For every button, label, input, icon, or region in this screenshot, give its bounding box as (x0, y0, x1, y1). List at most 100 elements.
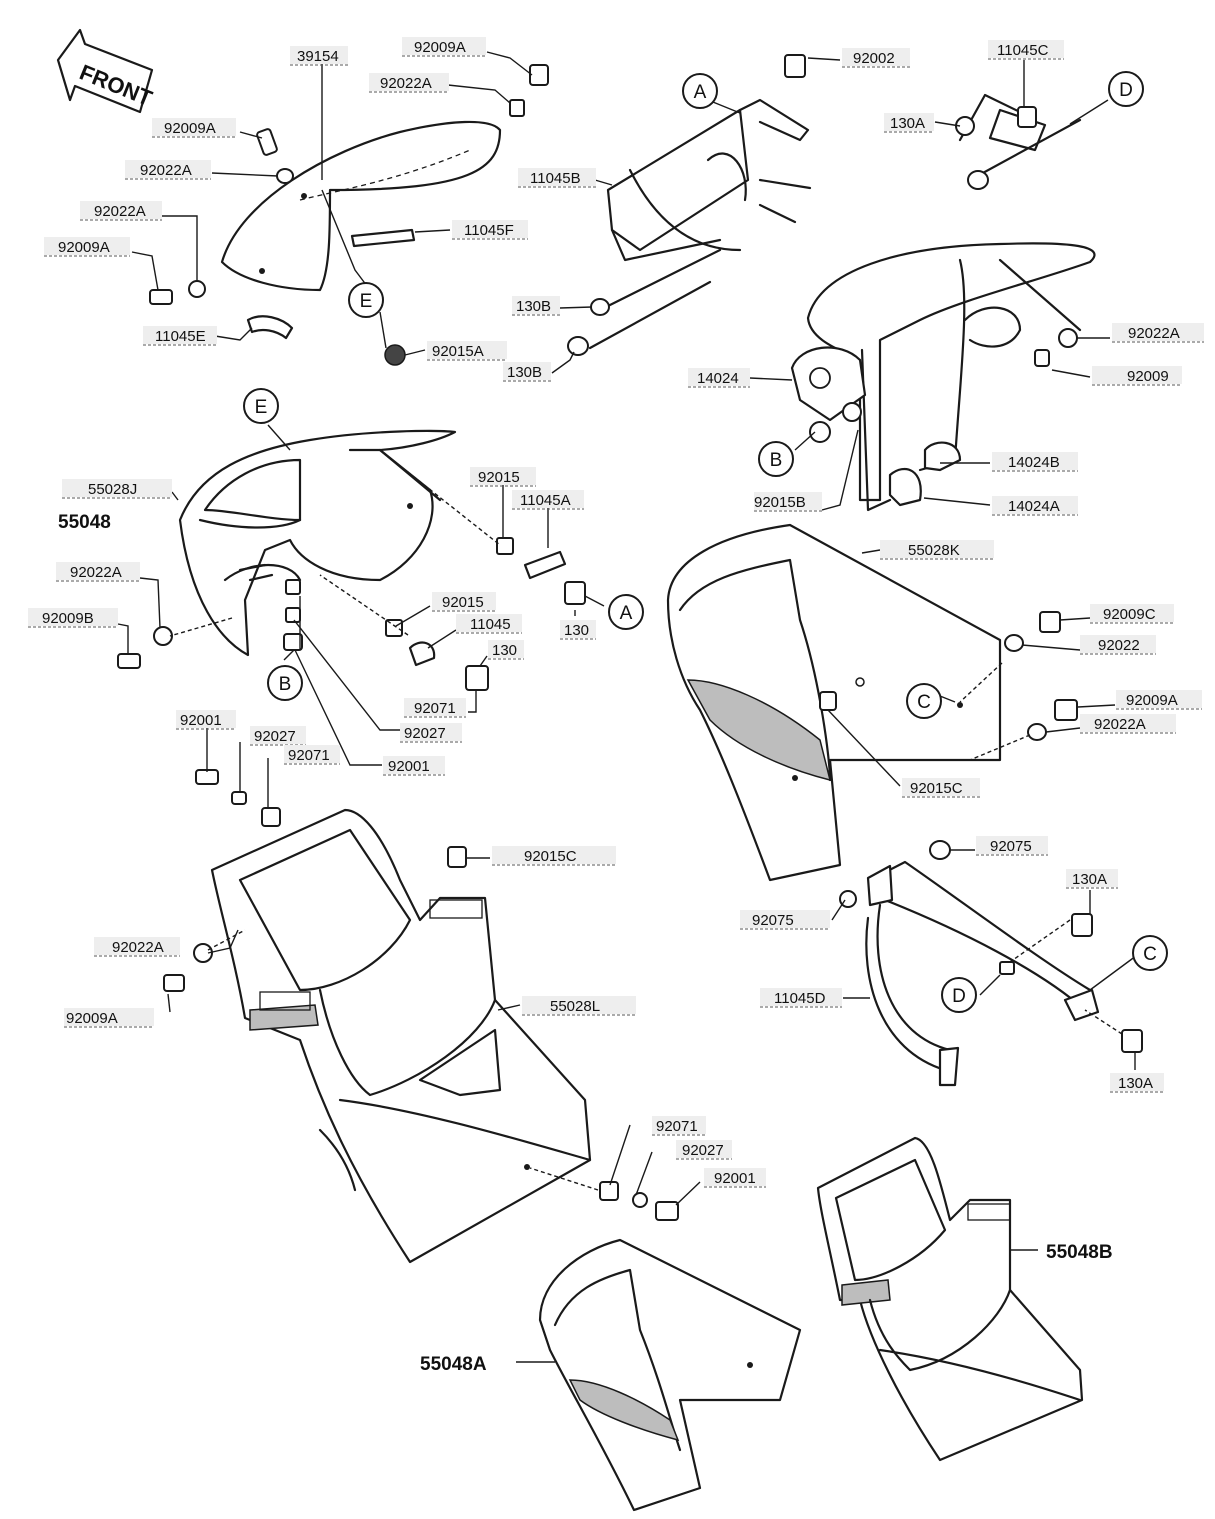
part-number: 92015C (910, 780, 963, 797)
label-92071: 92071 (284, 745, 340, 765)
label-14024A: 14024A (992, 496, 1078, 516)
part-number: 14024 (697, 370, 739, 387)
part-number: 92075 (752, 912, 794, 929)
label-130A: 130A (884, 113, 934, 133)
part-number: 92001 (180, 712, 222, 729)
part-number: 92071 (414, 700, 456, 717)
upper-cowl-55028j (178, 429, 457, 657)
part-number: 55028J (88, 481, 137, 498)
label-92022A: 92022A (56, 562, 140, 582)
label-92022: 92022 (1080, 635, 1156, 655)
leader-lines (117, 51, 1141, 1363)
label-92001: 92001 (704, 1168, 766, 1188)
part-number: 11045F (464, 222, 514, 239)
part-number: 92022A (1128, 325, 1180, 342)
label-92009A: 92009A (44, 237, 130, 257)
label-92022A: 92022A (369, 73, 449, 93)
callout-letter: E (255, 397, 268, 418)
callout-A-top: A (682, 73, 718, 109)
side-panel-55048b (816, 1136, 1084, 1462)
callout-letter: E (360, 291, 373, 312)
label-11045A: 11045A (512, 490, 584, 510)
part-number: 130 (564, 622, 589, 639)
hardware-cluster-cowl (117, 537, 586, 827)
part-number: 130A (890, 115, 925, 132)
label-130B: 130B (512, 296, 560, 316)
label-11045B: 11045B (518, 168, 596, 188)
part-number: 14024B (1008, 454, 1060, 471)
callout-B-cowl: B (267, 665, 303, 701)
assembly-label-55048b: 55048B (1046, 1242, 1113, 1263)
label-92022A: 92022A (1112, 323, 1204, 343)
label-92071: 92071 (652, 1116, 706, 1136)
label-92009A: 92009A (64, 1008, 154, 1028)
part-number: 92015 (478, 469, 520, 486)
part-number: 14024A (1008, 498, 1060, 515)
label-92009A: 92009A (152, 118, 236, 138)
label-130B: 130B (503, 362, 551, 382)
callout-C-side: C (906, 683, 942, 719)
part-number: 92015C (524, 848, 577, 865)
part-labels: 39154 92009A 92022A 92009A 92022A 92022A… (28, 37, 1204, 1188)
callout-C-brace: C (1132, 935, 1168, 971)
label-11045: 11045 (456, 614, 522, 634)
label-14024: 14024 (688, 368, 750, 388)
part-number: 92009A (66, 1010, 118, 1027)
part-number: 92027 (404, 725, 446, 742)
part-number: 92022 (1098, 637, 1140, 654)
label-92001: 92001 (383, 756, 445, 776)
part-number: 92022A (70, 564, 122, 581)
label-92015B: 92015B (754, 492, 822, 512)
part-number: 92002 (853, 50, 895, 67)
callout-E-windshield: E (348, 282, 384, 318)
label-92009C: 92009C (1090, 604, 1174, 624)
label-130: 130 (560, 620, 596, 640)
part-number: 39154 (297, 48, 339, 65)
callout-letter: B (279, 674, 292, 695)
side-panel-55028k (666, 523, 1078, 882)
part-number: 92022A (94, 203, 146, 220)
assembly-labels: 55048 55048A 55048B (58, 512, 1113, 1375)
label-92009A: 92009A (1116, 690, 1202, 710)
part-number: 130 (492, 642, 517, 659)
part-number: 11045 (470, 616, 511, 633)
callout-letter: C (917, 692, 931, 713)
part-number: 92071 (656, 1118, 698, 1135)
part-number: 92009A (1126, 692, 1178, 709)
label-92027: 92027 (250, 726, 306, 746)
part-number: 92075 (990, 838, 1032, 855)
lower-panel-55028l (163, 808, 679, 1264)
part-number: 92022A (112, 939, 164, 956)
part-number: 92015A (432, 343, 484, 360)
label-55028K: 55028K (880, 540, 994, 560)
callout-letter: A (620, 603, 633, 624)
callout-letter: A (694, 82, 707, 103)
callout-D-top: D (1108, 71, 1144, 107)
part-number: 92015B (754, 494, 806, 511)
label-14024B: 14024B (992, 452, 1078, 472)
part-number: 92022A (1094, 716, 1146, 733)
label-39154: 39154 (290, 46, 348, 66)
label-92075: 92075 (740, 910, 830, 930)
part-number: 92027 (254, 728, 296, 745)
callout-letter: C (1143, 944, 1157, 965)
label-92015C: 92015C (902, 778, 980, 798)
label-92015: 92015 (432, 592, 496, 612)
hardware-cluster-windshield (149, 64, 549, 366)
callout-letter: B (770, 450, 783, 471)
label-92022A: 92022A (1080, 714, 1176, 734)
part-number: 130A (1118, 1075, 1153, 1092)
label-130: 130 (488, 640, 524, 660)
label-55028J: 55028J (62, 479, 172, 499)
part-number: 92027 (682, 1142, 724, 1159)
label-92015C: 92015C (492, 846, 616, 866)
part-number: 92009 (1127, 368, 1169, 385)
part-number: 130B (516, 298, 551, 315)
label-92009A: 92009A (402, 37, 486, 57)
part-number: 92015 (442, 594, 484, 611)
label-130A: 130A (1066, 869, 1118, 889)
callout-D-brace: D (941, 977, 977, 1013)
label-92009B: 92009B (28, 608, 118, 628)
label-92027: 92027 (400, 723, 462, 743)
callout-letter: D (952, 986, 966, 1007)
